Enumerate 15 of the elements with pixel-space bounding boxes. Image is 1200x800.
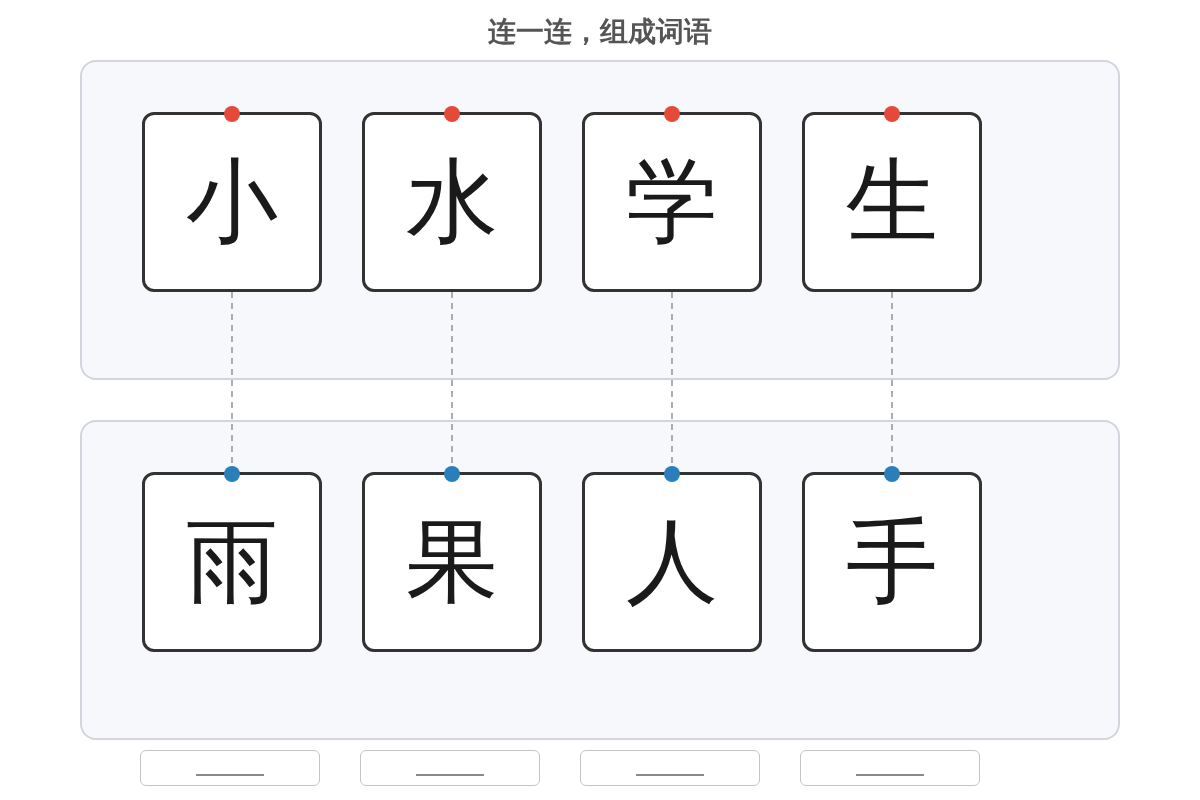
character-text: 手 xyxy=(846,516,938,608)
character-text: 学 xyxy=(626,156,718,248)
character-text: 水 xyxy=(406,156,498,248)
character-text: 生 xyxy=(846,156,938,248)
answer-box xyxy=(360,750,540,786)
character-text: 人 xyxy=(626,516,718,608)
card-panel xyxy=(80,420,1120,740)
answer-box xyxy=(580,750,760,786)
card-panel xyxy=(80,60,1120,380)
answer-box xyxy=(140,750,320,786)
character-text: 果 xyxy=(406,516,498,608)
character-text: 雨 xyxy=(186,516,278,608)
answer-box xyxy=(800,750,980,786)
title: 连一连，组成词语 xyxy=(488,14,712,50)
character-text: 小 xyxy=(186,156,278,248)
